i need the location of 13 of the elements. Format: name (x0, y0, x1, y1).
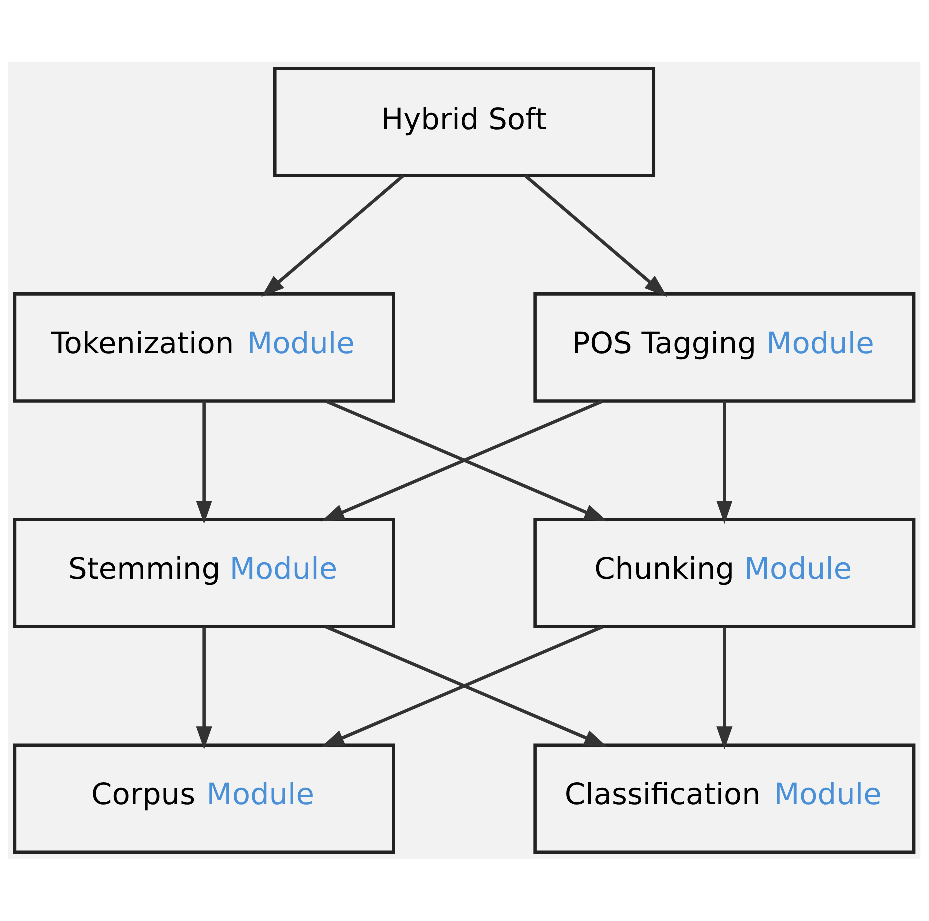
node-box: Hybrid Soft (273, 66, 656, 178)
arrow (196, 401, 212, 524)
arrow (716, 627, 733, 750)
node-box: Classification Module (534, 744, 916, 854)
node-box: POS Tagging Module (534, 292, 916, 403)
arrow (716, 401, 733, 524)
arrow (196, 627, 212, 750)
node-box: Corpus Module (13, 744, 396, 854)
arrow (262, 174, 405, 298)
node-box: Chunking Module (534, 518, 916, 628)
arrow (524, 174, 668, 298)
node-box: Stemming Module (13, 518, 396, 628)
node-box: Tokenization Module (13, 292, 396, 403)
